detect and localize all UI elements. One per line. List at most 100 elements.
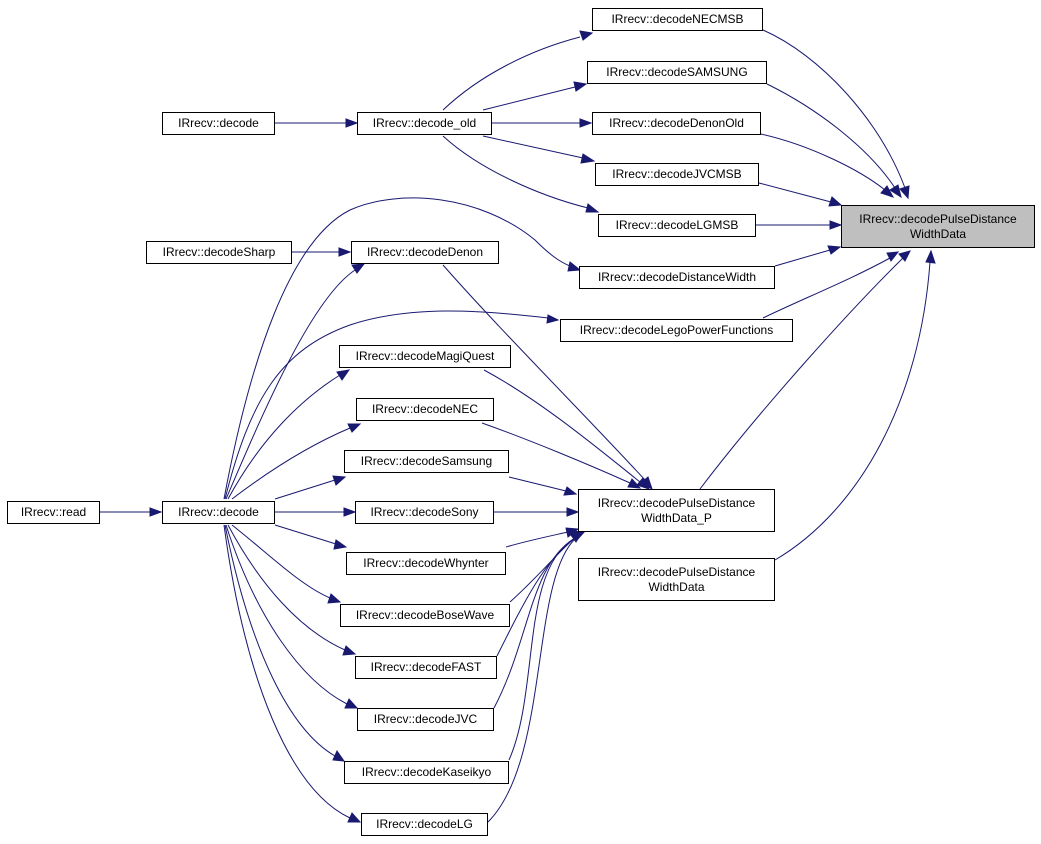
edge-LG-to-P [487, 537, 577, 823]
node-decode-lg[interactable]: IRrecv::decodeLG [361, 813, 488, 836]
node-label: IRrecv::decodeNECMSB [611, 12, 744, 26]
node-decode-denon[interactable]: IRrecv::decodeDenon [351, 241, 499, 264]
arrowhead [580, 153, 596, 164]
arrowhead [829, 220, 843, 230]
node-decode-samsung-upper[interactable]: IRrecv::decodeSAMSUNG [587, 61, 767, 84]
node-decode-sony[interactable]: IRrecv::decodeSony [355, 501, 494, 524]
node-label: IRrecv::decode [178, 116, 259, 130]
node-label: IRrecv::decodeFAST [370, 660, 482, 674]
arrowhead [828, 196, 843, 207]
node-decode-lego[interactable]: IRrecv::decodeLegoPowerFunctions [560, 319, 793, 342]
arrowhead [563, 486, 578, 496]
node-decode-pulse-distance-width-data-current: IRrecv::decodePulseDistance WidthData [841, 205, 1035, 248]
edge-NECMSB-to-target [762, 29, 906, 189]
node-read[interactable]: IRrecv::read [7, 501, 100, 524]
edge-DistanceWidth-to-target [774, 249, 831, 267]
node-decode-pulse-distance-width-data-overload[interactable]: IRrecv::decodePulseDistance WidthData [578, 558, 775, 601]
edge-decode-to-Kaseikyo [224, 524, 336, 757]
node-decode-necmsb[interactable]: IRrecv::decodeNECMSB [592, 8, 763, 31]
node-label-line1: IRrecv::decodePulseDistance [597, 564, 756, 579]
node-decode-sharp[interactable]: IRrecv::decodeSharp [146, 241, 292, 264]
node-decode-top[interactable]: IRrecv::decode [162, 112, 275, 135]
arrowhead [332, 749, 346, 762]
edge-decode-to-Whynter [274, 524, 337, 545]
node-decode-bosewave[interactable]: IRrecv::decodeBoseWave [340, 604, 510, 627]
edge-decode-to-FAST [227, 524, 346, 651]
node-label: IRrecv::decodeDistanceWidth [597, 270, 757, 284]
edge-decode-to-DistanceWidth [223, 197, 571, 500]
node-label-line2: WidthData [648, 579, 705, 594]
node-decode-denonold[interactable]: IRrecv::decodeDenonOld [592, 112, 761, 135]
arrowhead [572, 531, 586, 541]
node-label: IRrecv::decodeSamsung [360, 454, 493, 468]
node-decode-pulse-distance-width-data-p[interactable]: IRrecv::decodePulseDistance WidthData_P [578, 489, 775, 532]
node-label: IRrecv::decodeLGMSB [615, 218, 739, 232]
edge-decode-to-BoseWave [231, 524, 331, 599]
arrowhead [338, 247, 352, 257]
arrowhead [566, 507, 580, 517]
node-label: IRrecv::decodeSharp [162, 245, 276, 259]
edge-Lego-to-target [762, 257, 891, 319]
node-decode-distancewidth[interactable]: IRrecv::decodeDistanceWidth [579, 266, 775, 289]
node-label: IRrecv::decodeJVC [373, 712, 478, 726]
arrowhead [351, 263, 366, 274]
edge-decode_old-to-NECMSB [442, 36, 581, 111]
node-decode-whynter[interactable]: IRrecv::decodeWhynter [346, 552, 506, 575]
arrowhead [333, 539, 348, 550]
arrowhead [347, 423, 362, 433]
edge-decode_old-to-JVCMSB [482, 135, 584, 159]
arrowhead [347, 812, 362, 823]
edge-Samsung-to-P [508, 476, 567, 492]
edge-SAMSUNG-to-target [766, 83, 896, 189]
node-label: IRrecv::decodeSony [370, 505, 479, 519]
node-label: IRrecv::decode [178, 505, 259, 519]
node-label: IRrecv::decodeSAMSUNG [606, 65, 748, 79]
arrowhead [585, 203, 600, 213]
edge-Whynter-to-P [505, 531, 569, 548]
node-decode-nec[interactable]: IRrecv::decodeNEC [356, 398, 494, 421]
arrowhead [886, 251, 900, 262]
edge-decode-to-JVC [225, 524, 348, 705]
node-decode-lgmsb[interactable]: IRrecv::decodeLGMSB [598, 214, 756, 237]
node-label: IRrecv::decodeNEC [371, 402, 479, 416]
node-label: IRrecv::decodeLG [376, 817, 473, 831]
arrowhead [925, 249, 936, 264]
edge-Kaseikyo-to-P [508, 537, 576, 761]
node-label: IRrecv::decodeMagiQuest [355, 349, 495, 363]
edge-decode-to-Samsung [274, 479, 336, 500]
arrowhead [567, 261, 582, 272]
edge-MagiQuest-to-P [483, 369, 641, 483]
node-decode-main[interactable]: IRrecv::decode [162, 501, 275, 524]
node-decode-jvcmsb[interactable]: IRrecv::decodeJVCMSB [595, 163, 759, 186]
arrowhead [332, 475, 347, 486]
edge-decode-to-Lego [224, 310, 549, 500]
node-label-line1: IRrecv::decodePulseDistance [859, 211, 1017, 226]
arrowhead [343, 507, 357, 517]
node-label: IRrecv::read [20, 505, 87, 519]
arrowhead [627, 478, 642, 489]
node-decode-samsung[interactable]: IRrecv::decodeSamsung [344, 450, 509, 473]
node-decode-jvc[interactable]: IRrecv::decodeJVC [357, 708, 494, 731]
node-decode-magiquest[interactable]: IRrecv::decodeMagiQuest [339, 345, 511, 368]
arrowhead [889, 184, 902, 199]
node-decode-kaseikyo[interactable]: IRrecv::decodeKaseikyo [344, 761, 509, 784]
edge-FAST-to-P [496, 537, 576, 657]
edge-BoseWave-to-P [509, 537, 576, 603]
arrowhead [336, 369, 351, 381]
node-label: IRrecv::decodeDenonOld [609, 116, 744, 130]
arrowhead [636, 477, 651, 490]
arrowhead [880, 185, 895, 198]
edge-decode_old-to-SAMSUNG [482, 86, 576, 111]
edge-decode-to-MagiQuest [227, 374, 341, 500]
edge-decode-to-NEC [231, 427, 351, 500]
node-label-line1: IRrecv::decodePulseDistance [597, 495, 756, 510]
node-decode-fast[interactable]: IRrecv::decodeFAST [355, 656, 497, 679]
node-label-line2: WidthData_P [641, 510, 712, 525]
node-label: IRrecv::decodeLegoPowerFunctions [579, 323, 774, 337]
edge-decode_old-to-LGMSB [442, 135, 589, 209]
arrowhead [899, 185, 910, 200]
arrowhead [573, 81, 588, 92]
arrowhead [827, 245, 842, 255]
node-decode-old[interactable]: IRrecv::decode_old [357, 112, 492, 135]
